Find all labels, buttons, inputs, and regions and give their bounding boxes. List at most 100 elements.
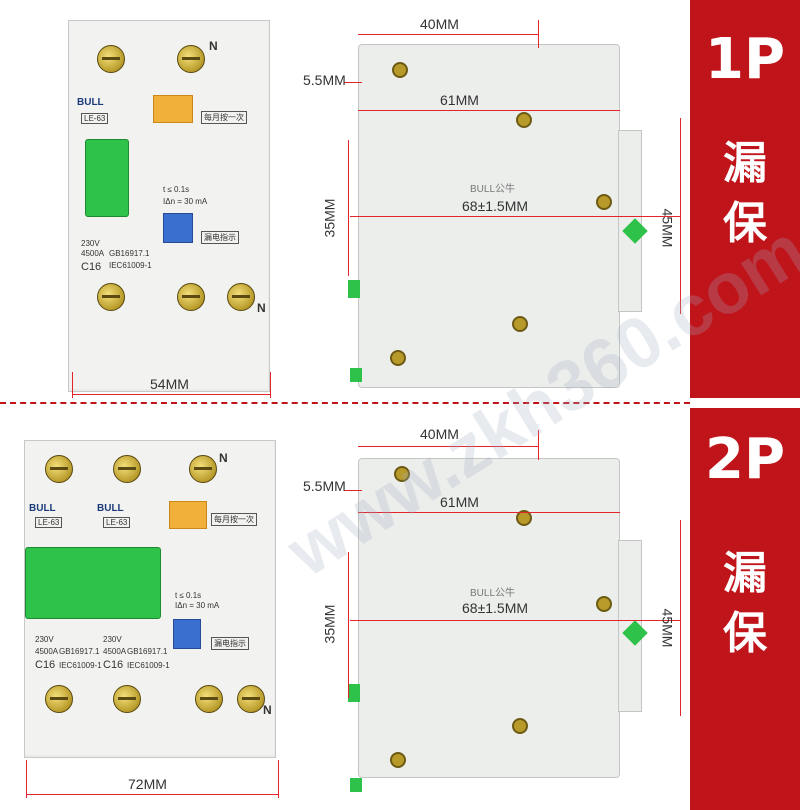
dim-tick — [538, 430, 539, 460]
dim-line-mid — [358, 110, 620, 111]
screw-icon[interactable] — [195, 685, 223, 713]
dim-depth-1p: 68±1.5MM — [462, 198, 529, 214]
standard2-label: IEC61009-1 — [127, 661, 170, 670]
green-clip[interactable] — [348, 684, 360, 702]
dim-tick — [26, 760, 27, 798]
dim-top-1p: 40MM — [420, 16, 459, 32]
dim-line-depth — [350, 216, 680, 217]
screw-icon[interactable] — [227, 283, 255, 311]
test-button[interactable] — [163, 213, 193, 243]
standard1-label: GB16917.1 — [59, 647, 100, 656]
screw-icon[interactable] — [237, 685, 265, 713]
dim-line-left — [348, 552, 349, 698]
sidebar-divider — [690, 398, 800, 408]
monthly-test-label: 每月按一次 — [201, 111, 247, 124]
dim-tick — [72, 372, 73, 398]
dim-line-offset — [344, 490, 362, 491]
trip-current-label: IΔn = 30 mA — [175, 601, 220, 610]
dim-width-1p: 54MM — [150, 376, 189, 392]
rivet-icon — [516, 510, 532, 526]
leak-indicator-label: 漏电指示 — [211, 637, 249, 650]
breaker-1p-front: N BULL LE-63 230V 4500A GB16917.1 C16 IE… — [68, 20, 270, 392]
dim-tick — [270, 372, 271, 398]
rating-label: C16 — [35, 659, 56, 671]
green-clip[interactable] — [350, 778, 362, 792]
n-marker-bottom: N — [257, 301, 266, 315]
rivet-icon — [596, 596, 612, 612]
dim-left-1p: 35MM — [321, 198, 338, 238]
dim-line-mid — [358, 512, 620, 513]
dim-left-2p: 35MM — [321, 604, 338, 644]
toggle-handle[interactable] — [25, 547, 161, 619]
dim-line-width-2p — [26, 794, 278, 795]
rivet-icon — [390, 350, 406, 366]
dim-right-2p: 45MM — [659, 608, 676, 648]
trip-time-label: t ≤ 0.1s — [175, 591, 202, 600]
rivet-icon — [596, 194, 612, 210]
dim-depth-2p: 68±1.5MM — [462, 600, 529, 616]
standard1-label: GB16917.1 — [127, 647, 168, 656]
title-2p: 2P — [704, 427, 785, 492]
model-label: LE-63 — [35, 517, 63, 528]
monthly-test-label: 每月按一次 — [211, 513, 257, 526]
screw-icon[interactable] — [113, 455, 141, 483]
rivet-icon — [394, 466, 410, 482]
title-1p: 1P — [704, 27, 785, 92]
subtitle-2p-char1: 漏 — [723, 548, 767, 599]
screw-icon[interactable] — [177, 283, 205, 311]
section-separator — [0, 402, 690, 404]
n-marker-bottom: N — [263, 703, 272, 717]
dim-offset-2p: 5.5MM — [303, 478, 346, 494]
dim-tick — [538, 20, 539, 48]
capacity-label: 4500A — [103, 647, 127, 656]
rating-label: C16 — [103, 659, 124, 671]
dim-line-width-1p — [72, 394, 270, 395]
n-marker-top: N — [209, 39, 218, 53]
rivet-icon — [392, 62, 408, 78]
model-label: LE-63 — [103, 517, 131, 528]
voltage-label: 230V — [35, 635, 54, 644]
orange-indicator — [169, 501, 207, 529]
dim-top-2p: 40MM — [420, 426, 459, 442]
pole-1p-rcd — [143, 21, 268, 389]
dim-tick — [278, 760, 279, 798]
model-label: LE-63 — [81, 113, 109, 124]
screw-icon[interactable] — [177, 45, 205, 73]
dim-right-1p: 45MM — [659, 208, 676, 248]
rivet-icon — [512, 316, 528, 332]
side-brand: BULL公牛 — [470, 588, 516, 599]
dim-line-right — [680, 520, 681, 716]
screw-icon[interactable] — [113, 685, 141, 713]
brand-logo: BULL — [29, 503, 56, 514]
rating-label: C16 — [81, 261, 102, 273]
trip-current-label: IΔn = 30 mA — [163, 197, 208, 206]
standard2-label: IEC61009-1 — [59, 661, 102, 670]
standard2-label: IEC61009-1 — [109, 261, 152, 270]
subtitle-1p-char2: 保 — [723, 198, 767, 249]
dim-line-top — [358, 446, 538, 447]
dim-line-left — [348, 140, 349, 276]
dim-mid-2p: 61MM — [440, 494, 479, 510]
screw-icon[interactable] — [189, 455, 217, 483]
green-clip[interactable] — [350, 368, 362, 382]
standard1-label: GB16917.1 — [109, 249, 150, 258]
green-clip[interactable] — [348, 280, 360, 298]
rivet-icon — [390, 752, 406, 768]
toggle-handle[interactable] — [85, 139, 129, 217]
screw-icon[interactable] — [97, 45, 125, 73]
screw-icon[interactable] — [45, 685, 73, 713]
breaker-2p-front: N BULL BULL LE-63 LE-63 230V 230V 4500A … — [24, 440, 276, 758]
dim-line-right — [680, 118, 681, 314]
rivet-icon — [512, 718, 528, 734]
subtitle-2p-char2: 保 — [723, 608, 767, 659]
screw-icon[interactable] — [45, 455, 73, 483]
capacity-label: 4500A — [35, 647, 59, 656]
capacity-label: 4500A — [81, 249, 105, 258]
orange-indicator — [153, 95, 193, 123]
test-button[interactable] — [173, 619, 201, 649]
screw-icon[interactable] — [97, 283, 125, 311]
brand-logo: BULL — [97, 503, 124, 514]
side-brand: BULL公牛 — [470, 184, 516, 195]
dim-mid-1p: 61MM — [440, 92, 479, 108]
dim-line-top — [358, 34, 538, 35]
